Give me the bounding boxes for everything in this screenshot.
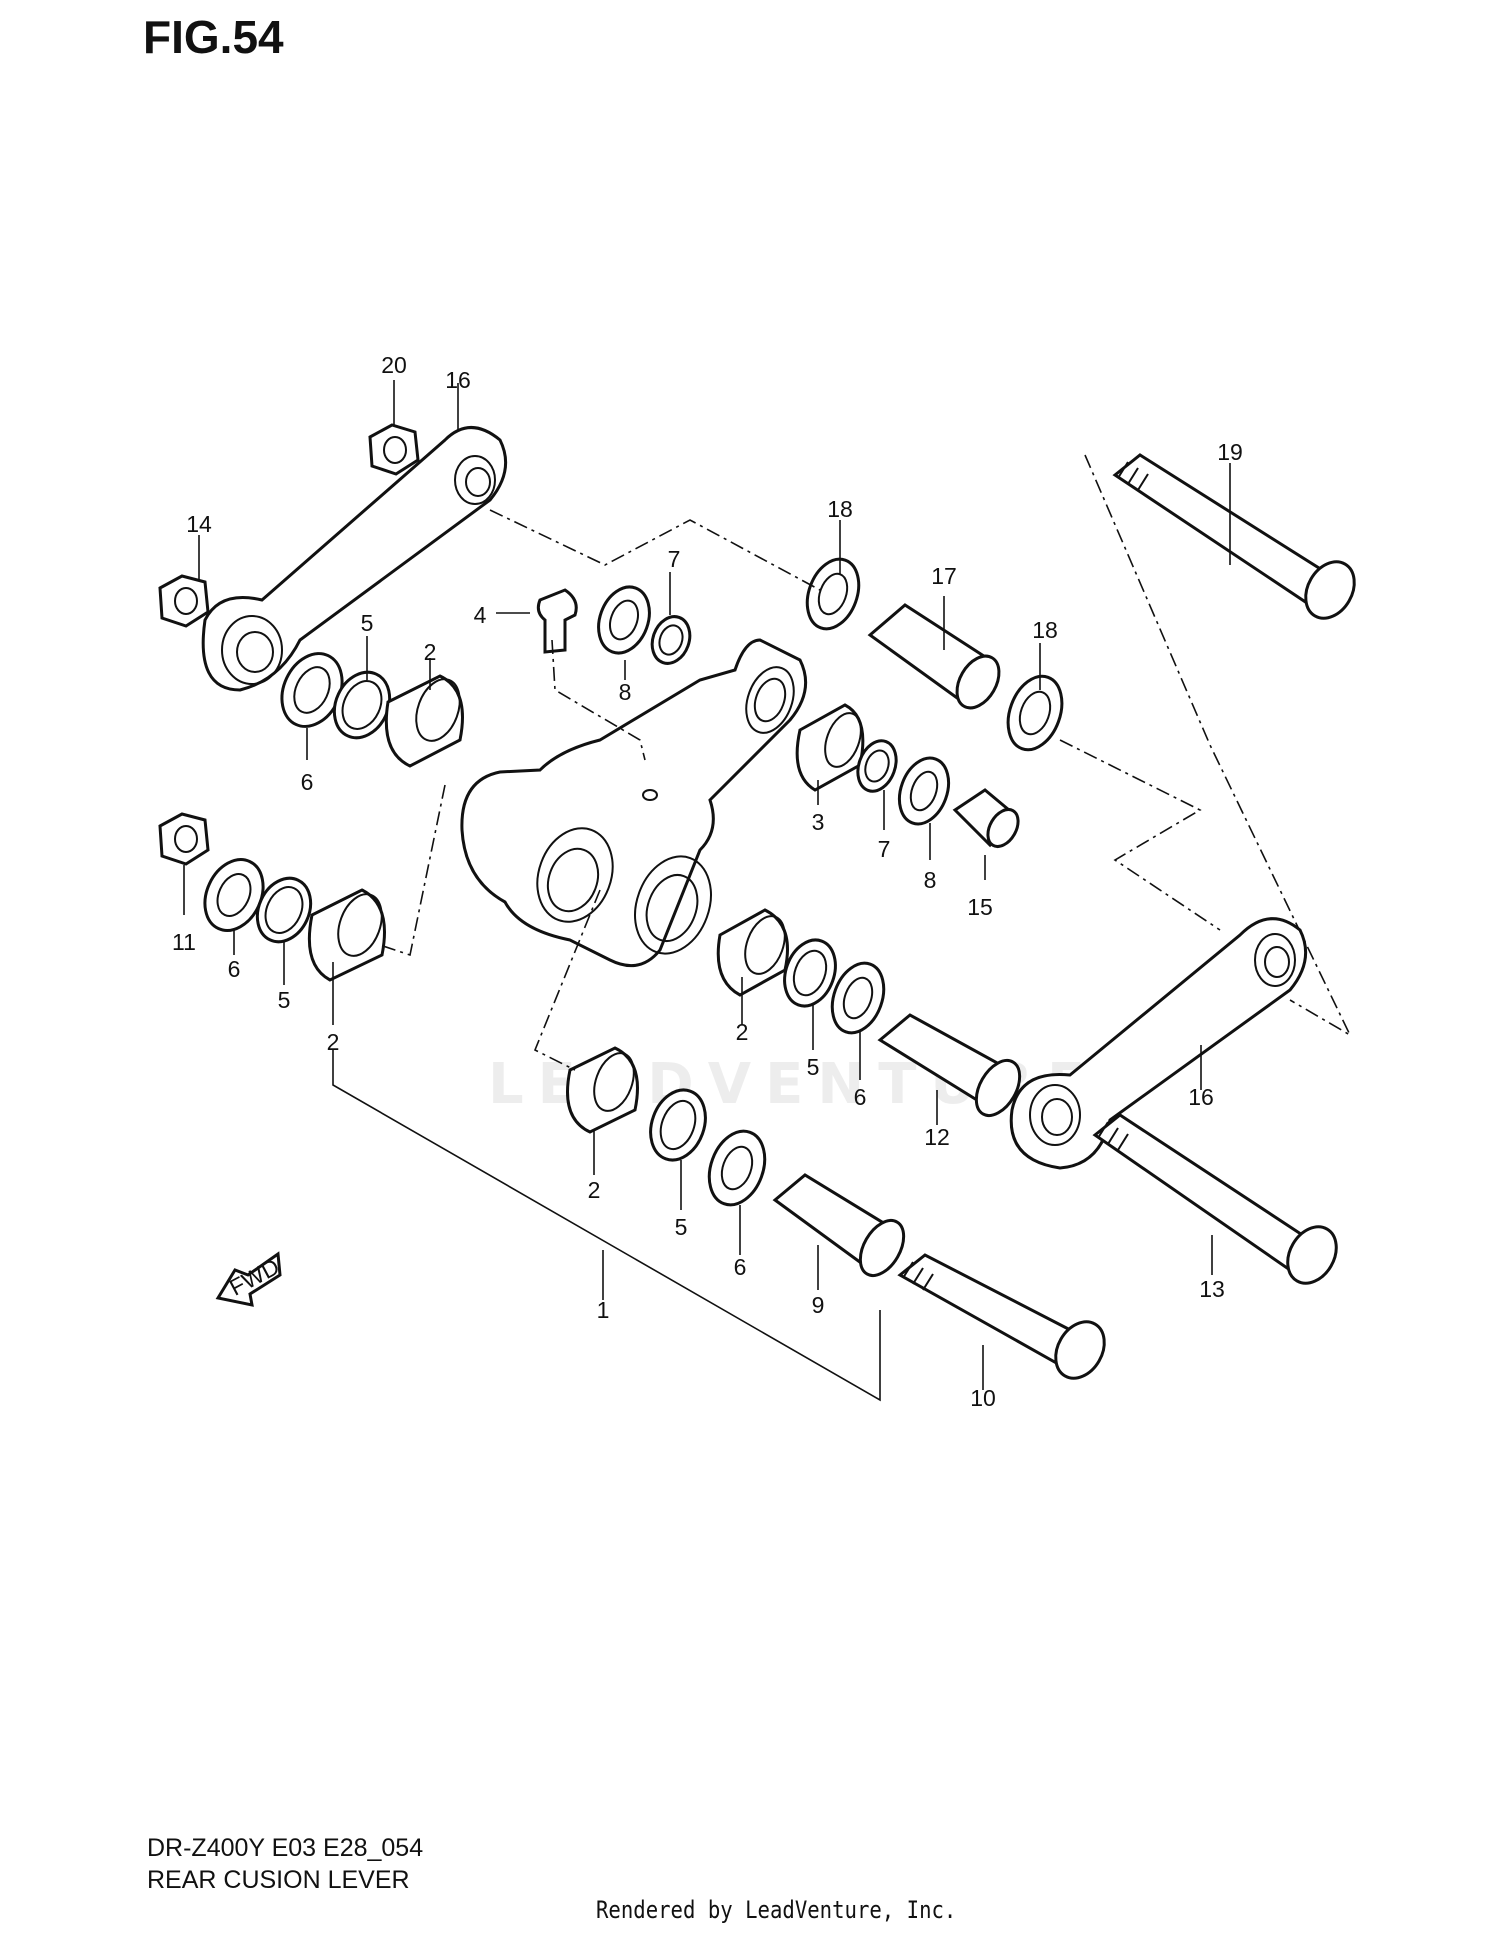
callout-20[interactable]: 20 (381, 352, 407, 378)
callout-5-lower-left[interactable]: 5 (278, 987, 291, 1013)
callout-16-lower[interactable]: 16 (1188, 1084, 1214, 1110)
nut-20[interactable] (368, 423, 420, 476)
bearing-2-upper[interactable] (384, 673, 467, 768)
callout-10[interactable]: 10 (970, 1385, 996, 1411)
callout-18-top[interactable]: 18 (827, 496, 853, 522)
callout-2-lower-left[interactable]: 2 (327, 1029, 340, 1055)
washer-8-middle[interactable] (891, 751, 957, 831)
callout-18-right[interactable]: 18 (1032, 617, 1058, 643)
callout-6-upper-left[interactable]: 6 (301, 769, 314, 795)
washer-18-right[interactable] (999, 669, 1072, 758)
callout-19[interactable]: 19 (1217, 439, 1243, 465)
callout-15[interactable]: 15 (967, 894, 993, 920)
fwd-label: FWD (225, 1253, 283, 1301)
figure-title: FIG.54 (143, 11, 284, 63)
callout-17[interactable]: 17 (931, 563, 957, 589)
bolt-19[interactable] (1112, 453, 1364, 627)
callout-6-lower-middle[interactable]: 6 (854, 1084, 867, 1110)
spacer-12[interactable] (877, 1013, 1029, 1123)
callout-1[interactable]: 1 (597, 1297, 610, 1323)
connecting-rod-upper[interactable] (201, 426, 508, 692)
callout-5-upper-left[interactable]: 5 (361, 610, 374, 636)
bearing-2-bottom[interactable] (566, 1046, 642, 1134)
connecting-rod-lower[interactable] (1009, 917, 1308, 1170)
seal-7-middle[interactable] (851, 735, 903, 796)
callout-6-lower-left[interactable]: 6 (228, 956, 241, 982)
nut-11[interactable] (158, 812, 210, 866)
bolt-10[interactable] (897, 1253, 1114, 1387)
callout-labels: 20 16 14 18 19 7 4 5 2 8 17 18 6 3 7 8 1… (172, 352, 1243, 1411)
model-code: DR-Z400Y E03 E28_054 (147, 1834, 424, 1862)
callout-12[interactable]: 12 (924, 1124, 950, 1150)
callout-13[interactable]: 13 (1199, 1276, 1225, 1302)
callout-16-upper[interactable]: 16 (445, 367, 471, 393)
collar-15[interactable] (952, 788, 1024, 852)
callout-7-top[interactable]: 7 (668, 546, 681, 572)
callout-5-bottom[interactable]: 5 (675, 1214, 688, 1240)
callout-2-lower-middle[interactable]: 2 (736, 1019, 749, 1045)
callout-11[interactable]: 11 (172, 929, 196, 955)
callout-9[interactable]: 9 (812, 1292, 825, 1318)
section-name: REAR CUSION LEVER (147, 1866, 410, 1894)
callout-8-middle[interactable]: 8 (924, 867, 937, 893)
washer-18-top[interactable] (798, 552, 868, 636)
callout-8-top[interactable]: 8 (619, 679, 632, 705)
spacer-9[interactable] (772, 1173, 913, 1283)
fwd-arrow-icon: FWD (215, 1251, 283, 1307)
callout-2-bottom[interactable]: 2 (588, 1177, 601, 1203)
seal-5-lower-middle[interactable] (776, 933, 844, 1013)
washer-6-lower-middle[interactable] (823, 956, 893, 1040)
washer-6-bottom[interactable] (700, 1123, 775, 1212)
callout-6-bottom[interactable]: 6 (734, 1254, 747, 1280)
washer-8-top[interactable] (590, 580, 658, 660)
nut-14[interactable] (158, 574, 210, 628)
bolt-13[interactable] (1092, 1113, 1346, 1292)
callout-7-middle[interactable]: 7 (878, 836, 891, 862)
spacer-17[interactable] (867, 603, 1008, 715)
callout-5-lower-middle[interactable]: 5 (807, 1054, 820, 1080)
callout-14[interactable]: 14 (186, 511, 212, 537)
bearing-2-lower-middle[interactable] (716, 908, 792, 997)
cushion-lever-1[interactable] (460, 638, 808, 968)
seal-5-bottom[interactable] (641, 1082, 714, 1167)
seal-5-lower-left[interactable] (247, 870, 320, 951)
callout-4[interactable]: 4 (474, 602, 487, 628)
callout-2-upper[interactable]: 2 (424, 639, 437, 665)
render-credit: Rendered by LeadVenture, Inc. (596, 1896, 957, 1924)
grease-nipple-4[interactable] (536, 588, 578, 654)
callout-3[interactable]: 3 (812, 809, 825, 835)
seal-7-top[interactable] (646, 611, 696, 668)
bearing-2-lower-left[interactable] (307, 888, 389, 982)
